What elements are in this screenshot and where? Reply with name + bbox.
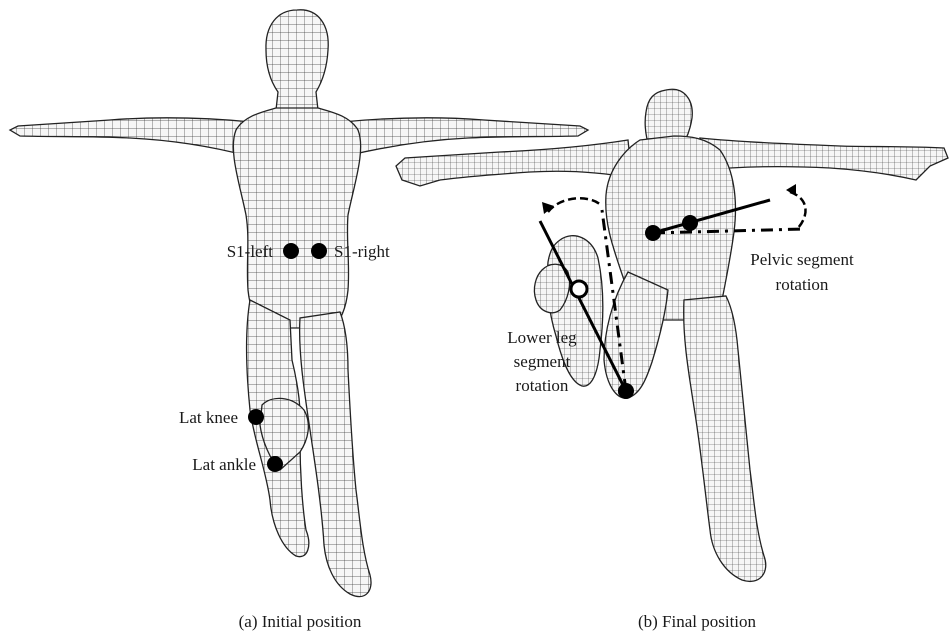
body-mesh-initial <box>10 10 588 597</box>
marker-s1-right <box>311 243 327 259</box>
right-arm-mesh <box>700 138 948 180</box>
lowerleg-annotation-line3: rotation <box>516 376 569 395</box>
left-arm-mesh <box>10 118 252 156</box>
marker-lowerleg-open <box>571 281 587 297</box>
marker-lat-knee <box>248 409 264 425</box>
torso-mesh <box>233 108 360 328</box>
lowerleg-rotation-arrow <box>548 198 602 212</box>
panel-b: Pelvic segment rotation Lower leg segmen… <box>396 89 948 631</box>
left-arm-mesh <box>396 140 632 186</box>
marker-pelvis-left <box>645 225 661 241</box>
caption-a: (a) Initial position <box>239 612 362 631</box>
caption-b: (b) Final position <box>638 612 757 631</box>
label-lat-ankle: Lat ankle <box>192 455 256 474</box>
pelvic-rotation-arrow <box>790 192 806 228</box>
head-mesh <box>266 10 328 110</box>
pelvic-arrowhead <box>786 184 796 196</box>
marker-s1-left <box>283 243 299 259</box>
pelvic-annotation-line1: Pelvic segment <box>750 250 854 269</box>
body-mesh-final <box>396 89 948 581</box>
label-s1-right: S1-right <box>334 242 390 261</box>
label-s1-left: S1-left <box>227 242 274 261</box>
right-leg-mesh <box>684 296 766 581</box>
right-leg-mesh <box>300 312 371 597</box>
panel-a: S1-left S1-right Lat knee Lat ankle (a) … <box>10 10 588 631</box>
lowerleg-annotation-line1: Lower leg <box>507 328 577 347</box>
marker-pelvis-right <box>682 215 698 231</box>
lowerleg-annotation-line2: segment <box>514 352 571 371</box>
marker-lat-ankle <box>267 456 283 472</box>
pelvic-annotation-line2: rotation <box>776 275 829 294</box>
marker-lowerleg-knee <box>618 383 634 399</box>
label-lat-knee: Lat knee <box>179 408 238 427</box>
